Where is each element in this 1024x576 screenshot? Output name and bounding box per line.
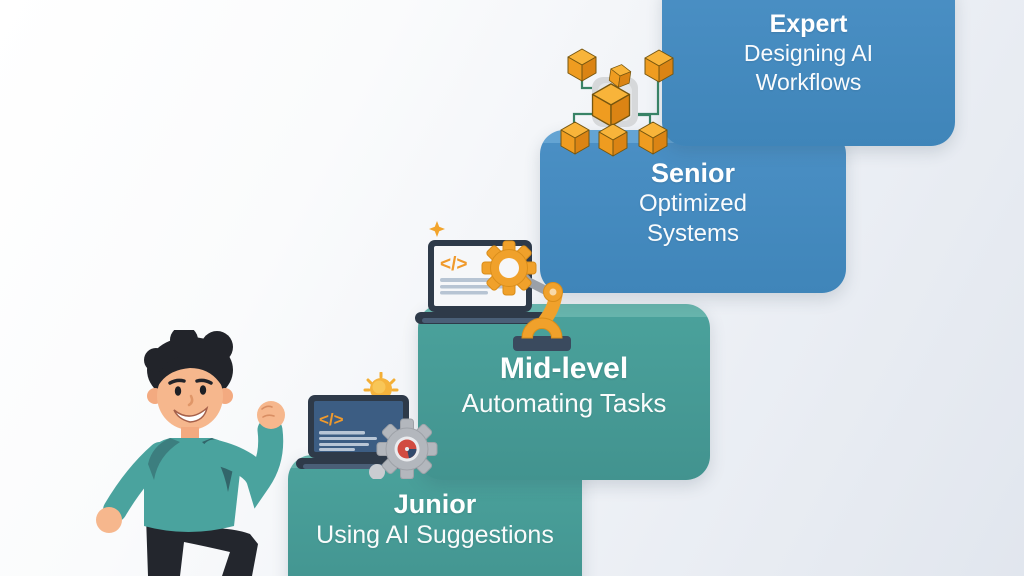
- step-title: Senior: [650, 158, 736, 188]
- step-title: Expert: [769, 10, 848, 38]
- eye: [199, 385, 207, 395]
- fist-fingers: [261, 405, 275, 418]
- step-expert: Expert Designing AI Workflows: [662, 0, 955, 146]
- person-climbing-illustration: [96, 330, 285, 576]
- mid-laptop-illustration: </>: [415, 221, 571, 351]
- smile: [173, 405, 209, 423]
- gear-blob: [369, 464, 385, 479]
- laptop-code-icon: </>: [296, 395, 420, 469]
- step-title: Junior: [393, 489, 477, 519]
- nose: [187, 394, 194, 407]
- step-subtitle-line: Systems: [646, 220, 739, 248]
- gear-icon: [481, 240, 537, 296]
- step-subtitle-line: Designing AI: [743, 39, 874, 66]
- cube-icon: [567, 48, 597, 82]
- cube-icon: [560, 121, 590, 155]
- hair-fringe: [157, 355, 224, 388]
- eye: [174, 386, 182, 396]
- step-subtitle-line: Optimized: [638, 190, 748, 218]
- step-subtitle-line: Using AI Suggestions: [316, 521, 554, 550]
- right-arm: [201, 417, 284, 509]
- cube-icon: [638, 121, 668, 155]
- step-mid-level: Mid-level Automating Tasks: [418, 304, 710, 480]
- cube-network-icon: [560, 48, 674, 157]
- neck: [181, 427, 199, 441]
- sparkle-icon: [429, 221, 445, 237]
- junior-laptop-illustration: </>: [296, 372, 438, 479]
- cube-icon: [598, 123, 628, 157]
- eyebrow: [168, 378, 186, 385]
- code-glyph: </>: [319, 410, 344, 429]
- torso-shading: [148, 438, 180, 480]
- lower-fist: [96, 507, 122, 533]
- code-lines: [319, 431, 377, 451]
- code-lines: [440, 278, 504, 295]
- step-senior: Senior Optimized Systems: [540, 130, 846, 293]
- gear-analytics-icon: [376, 418, 438, 479]
- code-glyph: </>: [440, 254, 467, 275]
- step-title: Mid-level: [499, 352, 629, 385]
- cube-icon: [644, 49, 674, 83]
- eyebrow: [195, 378, 213, 385]
- step-subtitle-line: Automating Tasks: [461, 387, 667, 418]
- step-subtitle-line: Workflows: [755, 68, 862, 95]
